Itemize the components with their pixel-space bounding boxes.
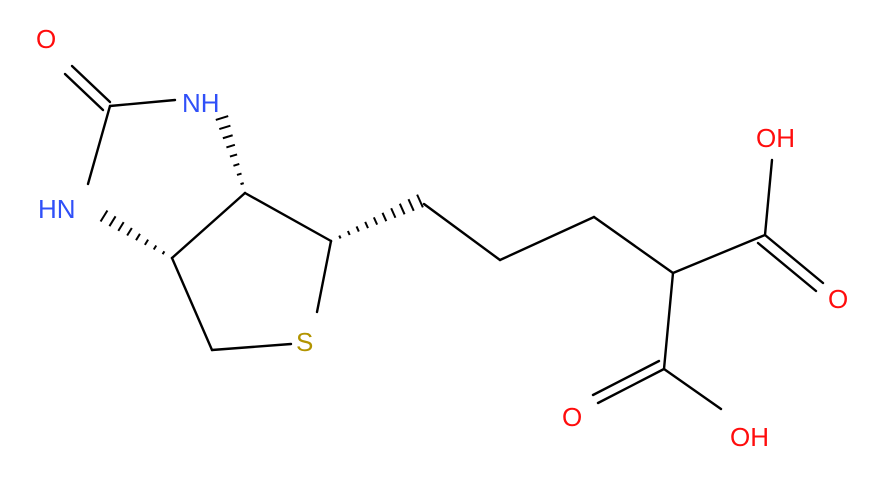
- wedge-c3a-n3-hash: [243, 191, 247, 195]
- wedge-c4-chain-hash: [416, 194, 424, 208]
- atom-sulfur: S: [296, 327, 313, 357]
- bond-c2-n1: [86, 104, 112, 186]
- wedge-c4-chain-hash: [398, 203, 406, 215]
- bond-chain-2: [498, 215, 596, 262]
- wedge-c4-chain-hash: [364, 221, 369, 229]
- wedge-c4-chain-hash: [346, 230, 351, 236]
- wedge-c3a-n3-hash: [215, 115, 229, 121]
- wedge-c3a-n3-hash: [226, 143, 236, 149]
- atom-lower-nh: HN: [38, 194, 76, 224]
- wedge-c4-chain-hash: [372, 216, 379, 226]
- wedge-c3a-n3-hash: [229, 153, 238, 158]
- bond-c4-c3a: [243, 191, 333, 243]
- wedge-c3a-n3-hash: [240, 182, 245, 186]
- wedge-c3a-n3-hash: [222, 134, 233, 140]
- wedge-c3a-n3-hash: [219, 124, 231, 131]
- wedge-c6a-n1-hash: [108, 215, 117, 227]
- bond-acid2-co-double: [591, 359, 661, 397]
- bond-acid2-oh: [662, 367, 723, 411]
- bond-c2-o: [70, 64, 112, 104]
- wedge-c6a-n1-hash: [152, 244, 158, 251]
- atom-carbonyl-oxygen: O: [36, 24, 56, 54]
- wedge-c4-chain-hash: [329, 239, 333, 243]
- bond-c3a-c6a: [170, 191, 247, 260]
- atom-acid1-oh: OH: [756, 123, 795, 153]
- bond-acid2-co: [596, 367, 666, 405]
- bond-chain-3: [592, 215, 675, 275]
- bond-s-c4: [315, 239, 333, 314]
- wedge-c4-chain-hash: [381, 212, 388, 222]
- wedge-c6a-n1-hash: [126, 227, 133, 237]
- wedge-c4-chain-hash: [338, 235, 342, 239]
- wedge-c4-chain-hash: [390, 207, 397, 219]
- bond-c6a-c6: [170, 256, 214, 352]
- wedge-c4-chain-hash: [407, 198, 415, 212]
- wedge-c6a-n1-hash: [135, 233, 141, 241]
- bond-acid1-co: [763, 233, 825, 285]
- wedge-c6a-n1-hash: [99, 209, 109, 223]
- stereo-wedges: [99, 115, 424, 260]
- bond-c2-n3: [108, 98, 177, 108]
- bond-ch-c-acid1: [671, 233, 767, 275]
- wedge-c3a-n3-hash: [233, 163, 240, 167]
- wedge-c4-chain-hash: [355, 226, 360, 232]
- bond-acid1-co-double: [756, 241, 818, 293]
- atom-acid1-carbonyl-o: O: [828, 284, 848, 314]
- atom-upper-nh: NH: [182, 88, 220, 118]
- wedge-c6a-n1-hash: [170, 256, 174, 260]
- bond-acid1-oh: [763, 158, 774, 237]
- wedge-c6a-n1-hash: [144, 239, 149, 246]
- atom-acid2-carbonyl-o: O: [562, 402, 582, 432]
- bond-ch-c-acid2: [662, 271, 675, 371]
- bond-chain-1: [422, 202, 502, 262]
- bond-c6-s: [210, 342, 293, 352]
- bond-c2-o-double: [63, 72, 105, 112]
- wedge-c6a-n1-hash: [117, 221, 125, 232]
- wedge-c3a-n3-hash: [236, 172, 242, 176]
- atom-acid2-oh: OH: [730, 422, 769, 452]
- wedge-c6a-n1-hash: [161, 250, 166, 255]
